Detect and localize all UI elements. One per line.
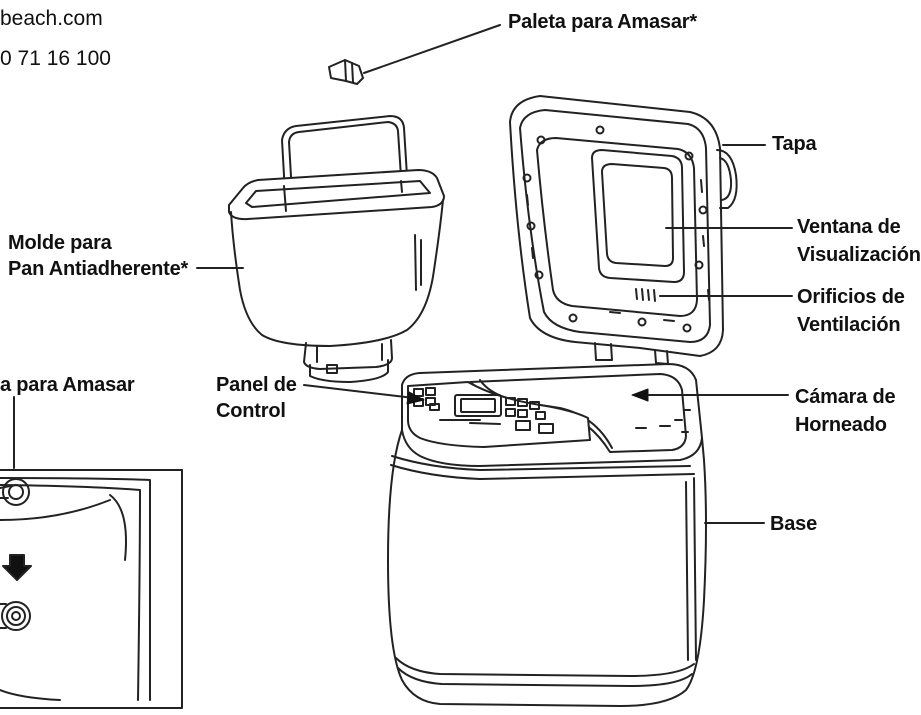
bread-pan-icon <box>228 115 445 383</box>
kneading-paddle-icon <box>328 59 364 85</box>
label-camara-line1: Cámara de <box>795 386 896 408</box>
label-orificios-line2: Ventilación <box>797 314 901 336</box>
paleta-leader-line <box>363 24 501 74</box>
base-body-icon <box>387 363 707 707</box>
label-molde-line1: Molde para <box>8 232 112 254</box>
phone-text: 0 71 16 100 <box>0 47 111 70</box>
label-panel-line2: Control <box>216 400 286 422</box>
label-base: Base <box>770 513 818 535</box>
label-paleta: Paleta para Amasar* <box>508 11 697 33</box>
camara-arrowhead-icon <box>631 388 649 402</box>
website-text: beach.com <box>0 7 103 30</box>
inset-detail <box>0 396 183 709</box>
down-arrow-icon <box>2 554 32 581</box>
label-ventana-line2: Visualización <box>797 244 921 266</box>
label-camara-line2: Horneado <box>795 414 887 436</box>
panel-arrowhead-icon <box>406 391 425 405</box>
label-ventana-line1: Ventana de <box>797 216 901 238</box>
label-paleta-inset: a para Amasar <box>0 374 135 396</box>
label-molde-line2: Pan Antiadherente* <box>8 258 189 280</box>
label-panel-line1: Panel de <box>216 374 297 396</box>
label-tapa: Tapa <box>772 133 817 155</box>
lid-icon <box>509 95 738 365</box>
panel-leader-line <box>303 384 415 399</box>
label-orificios-line1: Orificios de <box>797 286 905 308</box>
